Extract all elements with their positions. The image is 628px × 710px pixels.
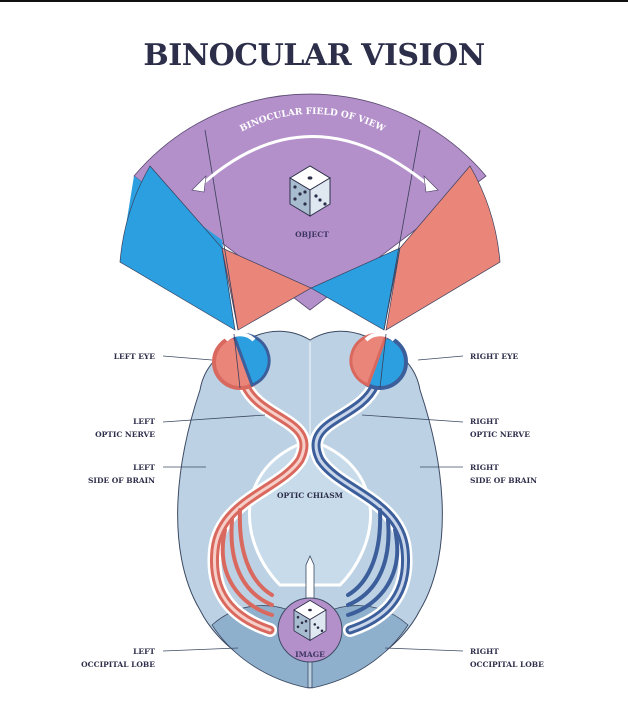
arrow-head-left-icon bbox=[191, 175, 207, 193]
left-side-brain-label-1: LEFT bbox=[133, 463, 155, 472]
die-object-icon bbox=[289, 165, 331, 217]
left-eye-label: LEFT EYE bbox=[114, 352, 156, 361]
left-visual-field-salmon bbox=[221, 247, 312, 331]
left-optic-nerve-label-1: LEFT bbox=[133, 417, 155, 426]
image-circle: IMAGE bbox=[277, 597, 343, 663]
pointer-icon bbox=[305, 555, 315, 601]
object-label: OBJECT bbox=[295, 230, 329, 239]
right-optic-nerve-label-1: RIGHT bbox=[470, 417, 499, 426]
left-occipital-label-2: OCCIPITAL LOBE bbox=[81, 660, 155, 669]
page-title: BINOCULAR VISION bbox=[143, 38, 485, 73]
left-visual-field-blue-outer bbox=[119, 165, 236, 331]
arrow-head-right-icon bbox=[423, 175, 439, 193]
right-visual-field-blue bbox=[310, 247, 401, 331]
right-visual-field-salmon-outer bbox=[385, 165, 501, 331]
top-border bbox=[0, 0, 628, 2]
optic-chiasm-label: OPTIC CHIASM bbox=[277, 491, 343, 500]
sight-line bbox=[204, 129, 239, 331]
right-side-brain-label-1: RIGHT bbox=[470, 463, 499, 472]
binocular-arrow bbox=[196, 135, 433, 190]
optic-pathways bbox=[207, 378, 413, 637]
left-occipital-label-1: LEFT bbox=[133, 647, 155, 656]
callout-lines bbox=[162, 355, 464, 652]
right-eye-label: RIGHT EYE bbox=[470, 352, 518, 361]
die-image-icon bbox=[293, 599, 327, 642]
left-side-brain-label-2: SIDE OF BRAIN bbox=[88, 476, 155, 485]
right-eye bbox=[349, 332, 408, 390]
left-eye bbox=[212, 332, 271, 390]
right-occipital-label-1: RIGHT bbox=[470, 647, 499, 656]
image-label: IMAGE bbox=[295, 650, 325, 659]
right-optic-nerve-label-2: OPTIC NERVE bbox=[470, 430, 530, 439]
right-side-brain-label-2: SIDE OF BRAIN bbox=[470, 476, 537, 485]
right-occipital-label-2: OCCIPITAL LOBE bbox=[470, 660, 544, 669]
field-of-view: BINOCULAR FIELD OF VIEW OBJECT bbox=[119, 93, 501, 331]
sight-line bbox=[383, 129, 421, 331]
left-optic-nerve-label-2: OPTIC NERVE bbox=[95, 430, 155, 439]
